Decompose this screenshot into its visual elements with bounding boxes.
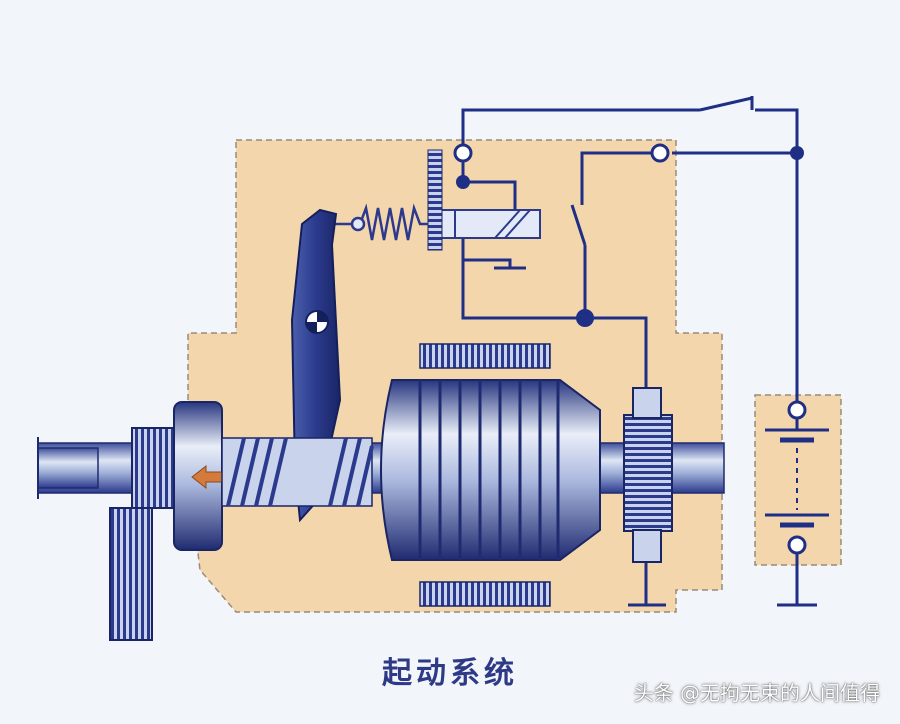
- pivot-icon: [305, 310, 329, 334]
- junction-node: [576, 309, 594, 327]
- pinion-gear: [131, 427, 175, 509]
- armature-slots: [418, 380, 560, 560]
- brush-bottom: [632, 529, 662, 563]
- return-spring: [333, 203, 428, 241]
- solenoid-terminal: [453, 143, 473, 163]
- junction-node: [790, 146, 804, 160]
- field-pole-bottom: [419, 581, 551, 607]
- battery-icon: [765, 400, 829, 555]
- junction-node: [456, 175, 470, 189]
- solenoid: [427, 149, 541, 251]
- watermark: 头条 @无拘无束的人间值得: [633, 681, 880, 705]
- flywheel-ring-gear: [109, 507, 153, 641]
- diagram-caption: 起动系统: [382, 656, 518, 691]
- helical-spline: [221, 437, 374, 507]
- switch-terminal: [650, 143, 670, 163]
- ignition-switch-icon: [699, 96, 754, 112]
- field-pole-top: [419, 343, 551, 369]
- commutator: [623, 414, 673, 532]
- brush-top: [632, 387, 662, 419]
- armature: [380, 379, 601, 561]
